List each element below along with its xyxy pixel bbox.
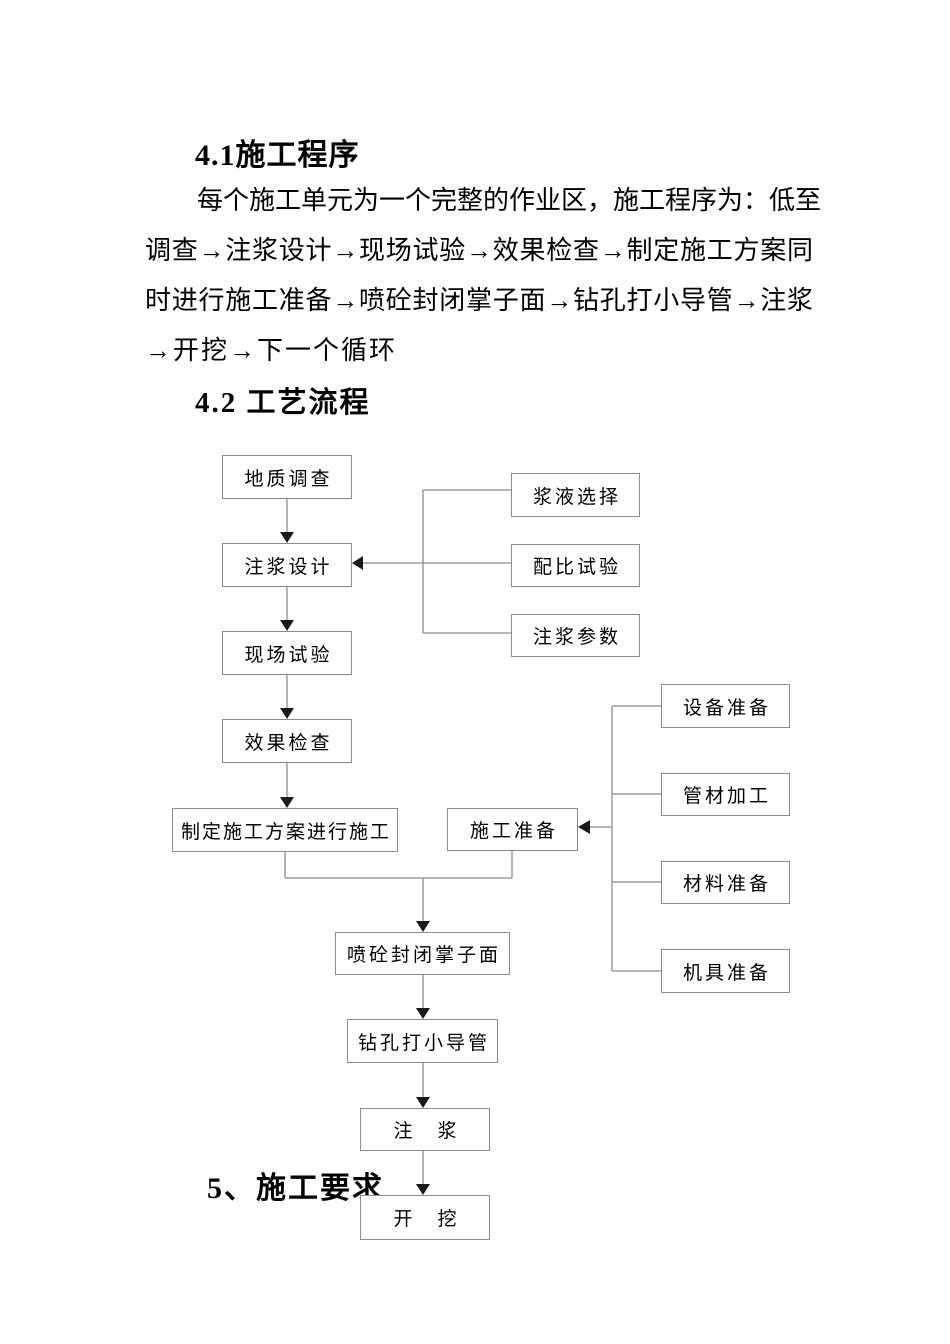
node-make-plan-construct: 制定施工方案进行施工 — [172, 808, 398, 852]
node-drill-small-pipes: 钻孔打小导管 — [347, 1019, 498, 1063]
section-4-1-heading: 4.1施工程序 — [195, 139, 360, 172]
node-effect-check: 效果检查 — [222, 719, 352, 763]
node-grouting: 注 浆 — [360, 1108, 490, 1151]
input-grouting-parameters: 注浆参数 — [511, 614, 640, 657]
design-inputs-bracket — [352, 489, 511, 634]
section-5-heading: 5、施工要求 — [207, 1172, 384, 1205]
paragraph-line-1: 每个施工单元为一个完整的作业区，施工程序为：低至 — [197, 186, 822, 215]
node-shotcrete-seal-face: 喷砼封闭掌子面 — [335, 932, 510, 975]
preparation-bracket — [578, 705, 661, 972]
prep-pipe-processing: 管材加工 — [661, 773, 790, 816]
paragraph-line-3: 时进行施工准备→喷砼封闭掌子面→钻孔打小导管→注浆 — [145, 286, 813, 315]
node-grouting-design: 注浆设计 — [222, 543, 352, 587]
prep-materials: 材料准备 — [661, 861, 790, 904]
merge-connector — [284, 851, 513, 879]
node-excavation: 开 挖 — [360, 1195, 490, 1240]
node-field-test: 现场试验 — [222, 631, 352, 675]
node-construction-preparation: 施工准备 — [447, 808, 578, 851]
input-mix-ratio-test: 配比试验 — [511, 544, 640, 587]
paragraph-line-2: 调查→注浆设计→现场试验→效果检查→制定施工方案同 — [145, 236, 813, 265]
section-4-2-heading: 4.2 工艺流程 — [195, 387, 371, 419]
prep-equipment: 设备准备 — [661, 684, 790, 728]
prep-machinery: 机具准备 — [661, 949, 790, 993]
input-slurry-selection: 浆液选择 — [511, 473, 640, 517]
paragraph-line-4: →开挖→下一个循环 — [145, 336, 398, 365]
node-geological-survey: 地质调查 — [222, 455, 352, 499]
